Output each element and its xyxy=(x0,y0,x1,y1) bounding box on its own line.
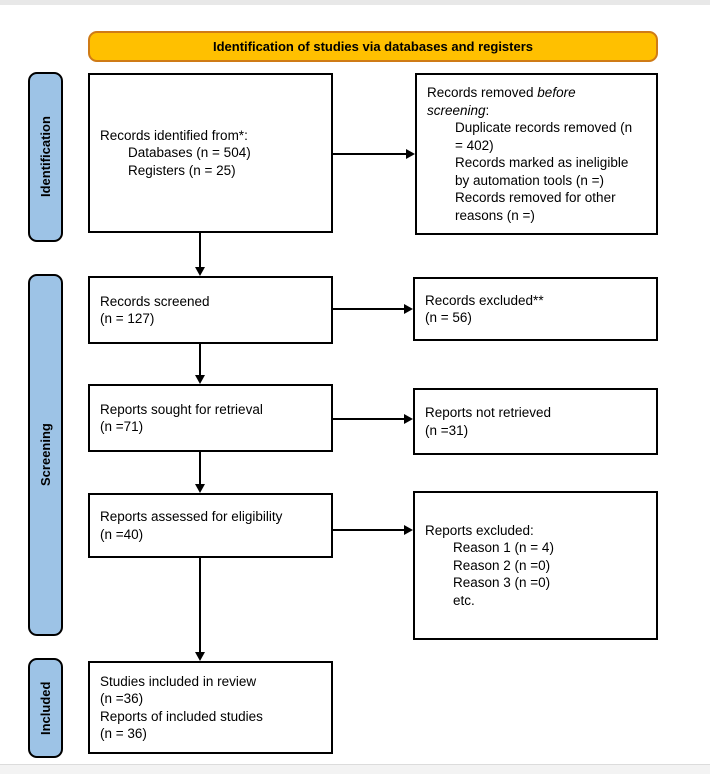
arrowhead-right-icon xyxy=(404,304,413,314)
text-line: Reports not retrieved xyxy=(425,405,552,420)
stage-label-identification: Identification xyxy=(28,72,63,242)
text-line: (n =40) xyxy=(100,526,144,542)
arrow-screened-to-excluded xyxy=(333,308,405,310)
stage-label-included: Included xyxy=(28,658,63,758)
stage-label-text: Identification xyxy=(38,116,53,198)
text-line: (n =31) xyxy=(425,422,469,438)
text-fragment: Records removed xyxy=(427,85,538,100)
arrow-assessed-to-excluded xyxy=(333,529,405,531)
stage-label-screening: Screening xyxy=(28,274,63,636)
text-line: Records screened xyxy=(100,293,210,309)
text-line: Reports excluded: xyxy=(425,522,534,538)
text-line: Reason 1 (n = 4) xyxy=(453,540,554,556)
box-reports-not-retrieved: Reports not retrieved (n =31) xyxy=(413,388,658,455)
text-line: screening: xyxy=(427,102,650,120)
arrowhead-down-icon xyxy=(195,484,205,493)
arrowhead-down-icon xyxy=(195,375,205,384)
arrow-sought-to-not-retrieved xyxy=(333,418,405,420)
box-records-identified: Records identified from*: Databases (n =… xyxy=(88,73,333,233)
text-line: etc. xyxy=(453,592,475,608)
stage-label-text: Included xyxy=(38,681,53,735)
arrow-identified-to-screened xyxy=(199,233,201,269)
arrow-screened-to-sought xyxy=(199,344,201,377)
box-records-removed-before-screening: Records removed before screening: Duplic… xyxy=(415,73,658,235)
text-line: (n =71) xyxy=(100,419,144,434)
window-edge-top xyxy=(0,0,710,5)
arrowhead-right-icon xyxy=(404,414,413,424)
box-records-screened: Records screened (n = 127) xyxy=(88,276,333,344)
text-line: Reports of included studies xyxy=(100,708,263,724)
text-line: Studies included in review xyxy=(100,673,257,689)
box-studies-included: Studies included in review (n =36) Repor… xyxy=(88,661,333,754)
text-fragment-italic: screening xyxy=(427,102,486,118)
box-reports-assessed: Reports assessed for eligibility (n =40) xyxy=(88,493,333,558)
text-line: Records removed for other xyxy=(455,190,616,205)
text-line: (n = 36) xyxy=(100,726,147,741)
text-line: = 402) xyxy=(455,137,494,153)
text-line: Registers (n = 25) xyxy=(128,162,236,178)
banner-identification-via-databases: Identification of studies via databases … xyxy=(88,31,658,62)
text-fragment: : xyxy=(485,102,490,118)
arrowhead-right-icon xyxy=(406,149,415,159)
arrow-assessed-to-included xyxy=(199,558,201,654)
text-line: reasons (n =) xyxy=(455,207,535,223)
window-edge-bottom xyxy=(0,764,710,774)
box-records-excluded: Records excluded** (n = 56) xyxy=(413,277,658,341)
box-reports-sought: Reports sought for retrieval (n =71) xyxy=(88,384,333,452)
text-line: Reason 2 (n =0) xyxy=(453,557,551,573)
box-reports-excluded: Reports excluded: Reason 1 (n = 4) Reaso… xyxy=(413,491,658,640)
text-line: (n = 56) xyxy=(425,310,472,325)
banner-label: Identification of studies via databases … xyxy=(212,39,534,54)
text-line: Reports sought for retrieval xyxy=(100,401,263,417)
text-line: Records identified from*: xyxy=(100,127,248,143)
text-line: Reason 3 (n =0) xyxy=(453,575,551,591)
text-line: Duplicate records removed (n xyxy=(455,120,633,135)
text-line: (n = 127) xyxy=(100,311,155,326)
text-line: Records marked as ineligible xyxy=(455,155,629,170)
text-line: Databases (n = 504) xyxy=(128,145,251,161)
arrow-identified-to-removed xyxy=(333,153,407,155)
arrow-sought-to-assessed xyxy=(199,452,201,486)
arrowhead-down-icon xyxy=(195,652,205,661)
text-line: (n =36) xyxy=(100,691,144,706)
arrowhead-right-icon xyxy=(404,525,413,535)
text-line: by automation tools (n =) xyxy=(455,172,604,188)
text-line: Records excluded** xyxy=(425,292,544,308)
text-line: Records removed before xyxy=(427,84,650,102)
arrowhead-down-icon xyxy=(195,267,205,276)
text-fragment-italic: before xyxy=(537,85,576,100)
text-line: Reports assessed for eligibility xyxy=(100,509,283,524)
stage-label-text: Screening xyxy=(38,423,53,487)
